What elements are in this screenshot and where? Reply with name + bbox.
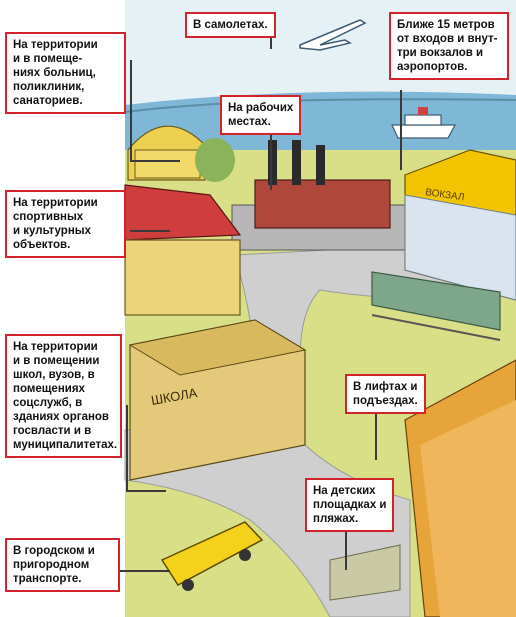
- callout-line: объектов.: [13, 239, 71, 251]
- callout-schools: На территории и в помещении школ, вузов,…: [5, 334, 122, 458]
- leader-line: [126, 490, 166, 492]
- callout-line: подъездах.: [353, 395, 418, 407]
- bus: [160, 521, 264, 591]
- leader-line: [126, 405, 128, 490]
- callout-line: соцслужб, в: [13, 397, 83, 409]
- school-building: ШКОЛА: [128, 319, 307, 481]
- callout-line: муниципалитетах.: [13, 439, 118, 451]
- factory-building: [231, 140, 408, 251]
- callout-line: На территории: [13, 341, 98, 353]
- callout-line: от входов и внут-: [397, 33, 498, 45]
- callout-line: На детских: [313, 485, 376, 497]
- apartment-building: [404, 359, 516, 617]
- callout-line: и в помещении: [13, 355, 100, 367]
- ship-icon: [391, 107, 457, 139]
- callout-line: На территории: [13, 197, 98, 209]
- train: [371, 271, 501, 341]
- callout-planes: В самолетах.: [185, 12, 276, 38]
- callout-line: санаториев.: [13, 95, 83, 107]
- callout-line: На территории: [13, 39, 98, 51]
- station-sign: ВОКЗАЛ: [425, 187, 465, 203]
- callout-hospitals: На территории и в помеще- ниях больниц, …: [5, 32, 126, 114]
- callout-line: пляжах.: [313, 513, 359, 525]
- callout-line: аэропортов.: [397, 61, 468, 73]
- callout-transport: В городском и пригородном транспорте.: [5, 538, 120, 592]
- callout-line: В самолетах.: [193, 19, 268, 31]
- leader-line: [400, 90, 402, 170]
- leader-line: [120, 570, 170, 572]
- callout-playgrounds: На детских площадках и пляжах.: [305, 478, 395, 532]
- callout-line: транспорте.: [13, 573, 82, 585]
- callout-line: три вокзалов и: [397, 47, 484, 59]
- callout-workplaces: На рабочих местах.: [220, 95, 302, 135]
- callout-line: местах.: [228, 116, 271, 128]
- playground: [329, 544, 401, 601]
- leader-line: [375, 410, 377, 460]
- leader-line: [130, 230, 170, 232]
- callout-line: Ближе 15 метров: [397, 19, 495, 31]
- callout-line: и культурных: [13, 225, 91, 237]
- callout-line: зданиях органов: [13, 411, 110, 423]
- railway-station: ВОКЗАЛ: [404, 149, 516, 301]
- callout-line: ниях больниц,: [13, 67, 96, 79]
- leader-line: [270, 130, 272, 190]
- callout-line: площадках и: [313, 499, 387, 511]
- leader-line: [130, 60, 132, 160]
- callout-line: На рабочих: [228, 102, 294, 114]
- callout-line: В лифтах и: [353, 381, 418, 393]
- callout-line: спортивных: [13, 211, 84, 223]
- callout-line: школ, вузов, в: [13, 369, 95, 381]
- callout-line: поликлиник,: [13, 81, 85, 93]
- sports-building: [124, 184, 242, 316]
- leader-line: [130, 160, 180, 162]
- leader-line: [270, 37, 272, 49]
- hospital-building: [127, 125, 235, 182]
- callout-line: пригородном: [13, 559, 90, 571]
- callout-line: помещениях: [13, 383, 85, 395]
- callout-line: В городском и: [13, 545, 95, 557]
- leader-line: [345, 530, 347, 570]
- airplane-icon: [299, 19, 367, 51]
- callout-line: и в помеще-: [13, 53, 83, 65]
- callout-lifts: В лифтах и подъездах.: [345, 374, 426, 414]
- callout-line: госвласти и в: [13, 425, 92, 437]
- callout-sports: На территории спортивных и культурных об…: [5, 190, 126, 258]
- callout-stations: Ближе 15 метров от входов и внут- три во…: [389, 12, 509, 80]
